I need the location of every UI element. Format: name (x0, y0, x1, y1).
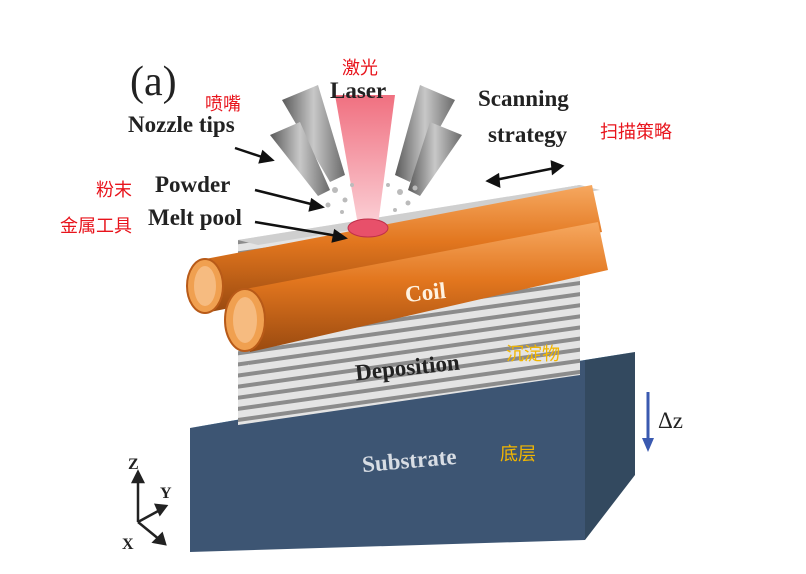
powder-annotation: 粉末 (96, 180, 132, 201)
scanning-strategy-annotation: 扫描策略 (600, 122, 672, 143)
coil-front (224, 222, 608, 352)
laser-label: Laser (330, 78, 387, 103)
panel-label: (a) (130, 59, 177, 105)
coil-label: Coil (403, 277, 448, 308)
axis-y-label: Y (160, 485, 172, 502)
pointer-arrows (234, 146, 565, 243)
delta-z-arrow (642, 392, 654, 452)
nozzle-left (270, 85, 345, 196)
laser-annotation: 激光 (342, 58, 378, 79)
melt-pool-annotation: 金属工具 (60, 216, 132, 237)
deposition-annotation: 沉淀物 (506, 344, 560, 365)
substrate-annotation: 底层 (500, 444, 536, 465)
melt-pool (347, 218, 389, 238)
nozzle-tips-label: Nozzle tips (128, 112, 235, 137)
axis-x-label: X (122, 536, 134, 553)
powder-label: Powder (155, 172, 231, 197)
scanning-label: Scanning (478, 86, 569, 111)
delta-z-label: Δz (658, 408, 683, 433)
axis-z-label: Z (128, 456, 139, 473)
axes-icon (130, 469, 169, 546)
melt-pool-label: Melt pool (148, 205, 242, 230)
strategy-label: strategy (488, 122, 568, 147)
nozzle-right (395, 85, 462, 196)
laser-beam (335, 95, 395, 225)
nozzle-annotation: 喷嘴 (205, 94, 241, 115)
powder-particles (325, 183, 418, 214)
